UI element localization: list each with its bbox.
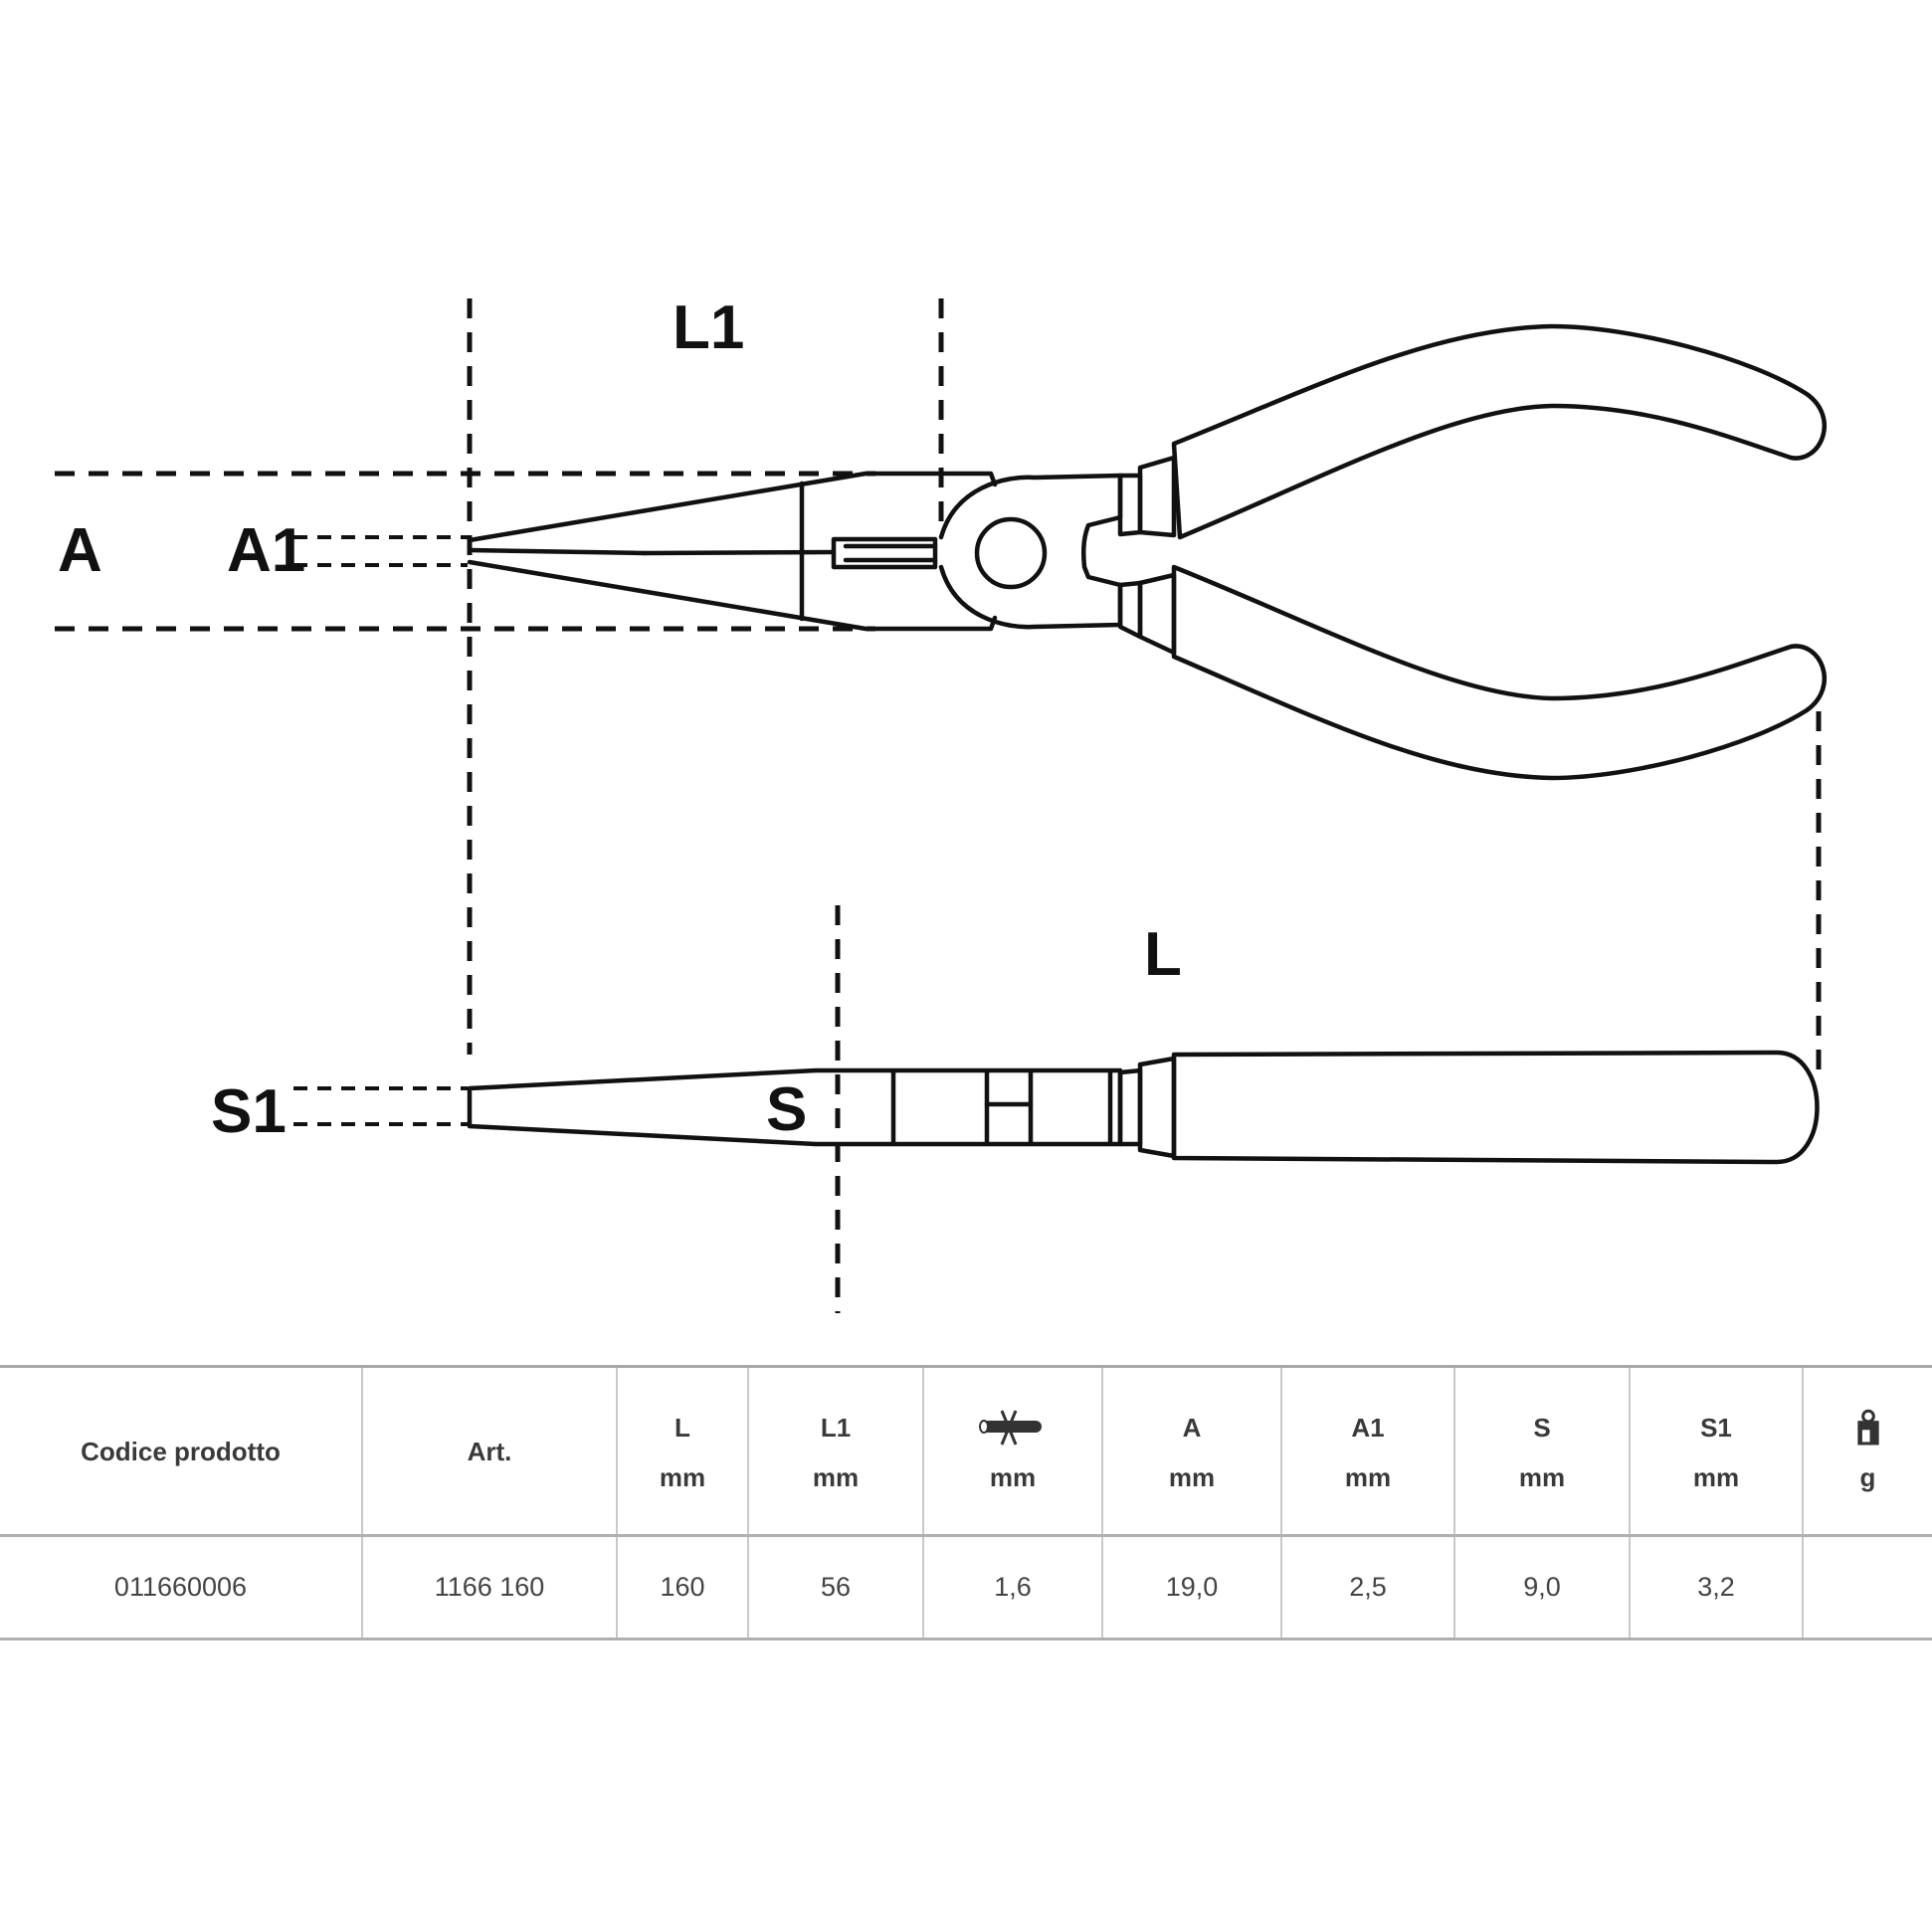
- lower-collar-1: [1117, 580, 1143, 640]
- upper-collar-2: [1137, 455, 1177, 538]
- header-l: L mm: [616, 1366, 748, 1536]
- table-row: 011660006 1166 160 160 56 1,6 19,0 2,5 9…: [0, 1535, 1932, 1640]
- header-s: S mm: [1453, 1366, 1630, 1536]
- cell-s1: 3,2: [1629, 1535, 1803, 1640]
- cutter-slot: [831, 536, 938, 570]
- upper-collar-1: [1117, 473, 1143, 537]
- pivot-pin: [974, 516, 1048, 590]
- cell-cut-capacity: 1,6: [922, 1535, 1102, 1640]
- side-handle: [1171, 1050, 1820, 1165]
- label-s: S: [766, 1075, 807, 1144]
- header-a: A mm: [1101, 1366, 1281, 1536]
- cell-art: 1166 160: [361, 1535, 617, 1640]
- header-art: Art.: [361, 1366, 617, 1536]
- cell-l: 160: [616, 1535, 748, 1640]
- cell-weight: [1802, 1535, 1932, 1640]
- header-s1: S1 mm: [1629, 1366, 1803, 1536]
- header-cut-capacity: mm: [922, 1366, 1102, 1536]
- pliers-top-view: [55, 298, 1827, 1074]
- upper-jaw: [467, 471, 998, 543]
- cell-a1: 2,5: [1280, 1535, 1454, 1640]
- label-l: L: [1144, 920, 1182, 989]
- jaw-gap-inner: [642, 549, 837, 556]
- label-a1: A1: [227, 516, 305, 585]
- cell-l1: 56: [747, 1535, 923, 1640]
- side-collar-1: [1117, 1067, 1143, 1147]
- wire-cutting-icon: [979, 1410, 1042, 1446]
- table-header-row: Codice prodotto Art. L mm L1 mm: [0, 1366, 1932, 1536]
- cell-a: 19,0: [1101, 1535, 1281, 1640]
- jaw-gap: [467, 547, 648, 556]
- side-collar-2: [1137, 1056, 1177, 1159]
- upper-handle: [1171, 323, 1827, 540]
- cell-s: 9,0: [1453, 1535, 1630, 1640]
- lower-collar-2: [1137, 572, 1177, 656]
- label-l1: L1: [673, 293, 744, 362]
- cell-codice: 011660006: [113, 1572, 248, 1602]
- lower-jaw: [467, 559, 998, 632]
- weight-icon: [1856, 1409, 1879, 1446]
- pliers-side-view: [293, 905, 1820, 1313]
- lower-handle: [1171, 564, 1827, 781]
- header-weight: g: [1802, 1366, 1932, 1536]
- pivot-body: [938, 473, 1123, 630]
- header-codice: Codice prodotto: [81, 1436, 281, 1466]
- header-l1: L1 mm: [747, 1366, 923, 1536]
- header-a1: A1 mm: [1280, 1366, 1454, 1536]
- spec-table: Codice prodotto Art. L mm L1 mm: [0, 1365, 1932, 1641]
- label-a: A: [58, 516, 102, 585]
- label-s1: S1: [211, 1077, 287, 1146]
